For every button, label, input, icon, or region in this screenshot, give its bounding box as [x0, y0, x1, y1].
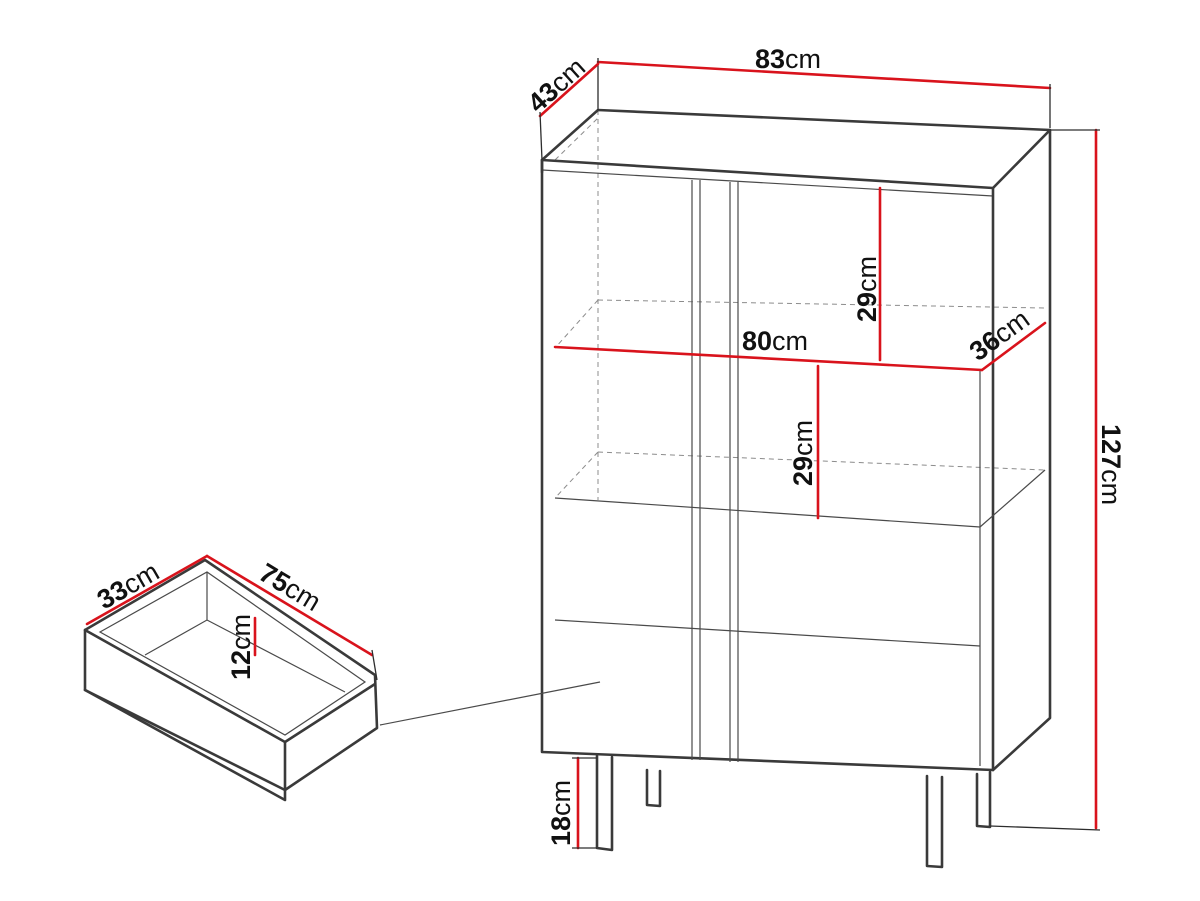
label-cabinet-height: 127cm: [1096, 424, 1126, 505]
dimension-lines: [85, 58, 1101, 850]
door-divider: [691, 180, 739, 762]
label-middle-compartment-height: 29cm: [788, 420, 818, 486]
drawer-leader-line: [379, 681, 601, 726]
width-dimension-line: [596, 60, 1052, 90]
drawer-inner: [98, 571, 367, 736]
drawer-drawing: [83, 558, 379, 802]
drawer-width-dimension-line: [205, 554, 374, 657]
label-upper-compartment-height: 29cm: [852, 256, 882, 322]
shelf-depth-dimension-line: [980, 321, 1047, 372]
label-cabinet-width: 83cm: [755, 44, 821, 74]
label-cabinet-depth: 43cm: [522, 52, 591, 118]
cabinet-top: [540, 108, 1052, 190]
drawer-depth-dimension-line: [85, 554, 209, 626]
drawer-top-rim: [283, 682, 377, 744]
depth-dimension-line: [538, 62, 600, 118]
shelf-width-dimension-line: [553, 345, 984, 372]
cabinet-drawing: [379, 108, 1052, 869]
drawer-front-panel: [83, 628, 287, 802]
cabinet-shelves: [554, 469, 1046, 647]
cabinet-legs: [595, 754, 992, 869]
label-drawer-width: 75cm: [254, 557, 326, 617]
label-drawer-height: 12cm: [226, 614, 256, 680]
label-shelf-width: 80cm: [742, 326, 808, 356]
label-leg-height: 18cm: [546, 780, 576, 846]
cabinet-hidden-edges: [554, 110, 1046, 500]
cabinet-side-panel: [991, 128, 1052, 772]
cabinet-front-frame: [540, 158, 995, 772]
